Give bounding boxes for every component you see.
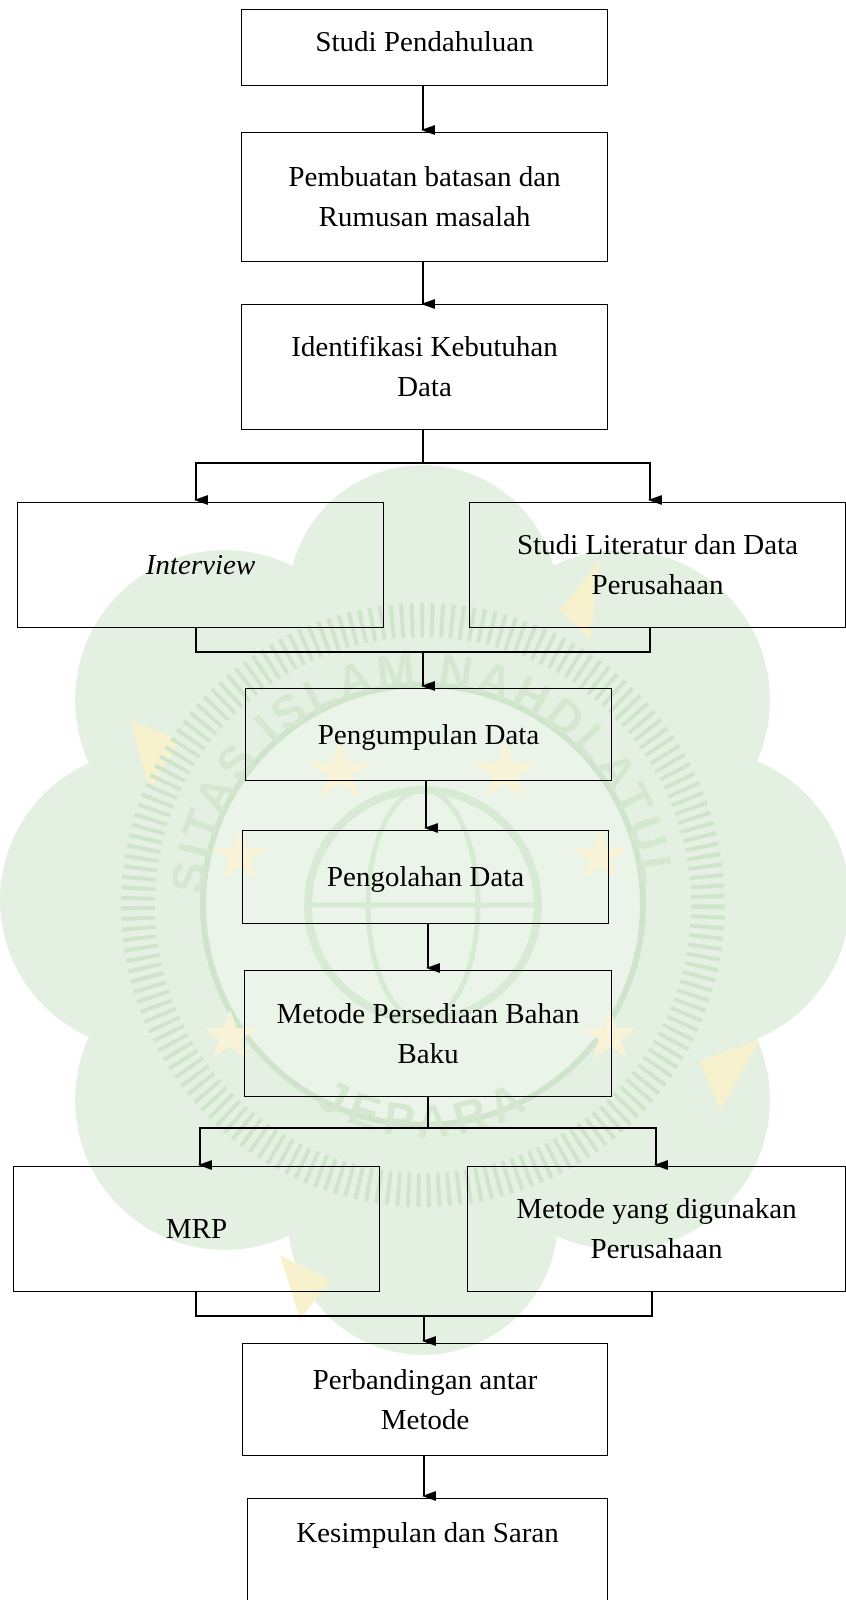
node-studi-pendahuluan-label: Studi Pendahuluan [315, 26, 534, 58]
node-pembuatan-batasan-label: Pembuatan batasan dan Rumusan masalah [288, 161, 561, 233]
merge-connector-1 [195, 628, 651, 653]
node-pengolahan-data-label: Pengolahan Data [326, 861, 525, 893]
node-pengolahan-data: Pengolahan Data [242, 830, 609, 924]
seal-stars [203, 740, 637, 1058]
merge-connector-2 [195, 1292, 653, 1317]
node-metode-persediaan: Metode Persediaan Bahan Baku [244, 970, 612, 1097]
node-identifikasi-kebutuhan: Identifikasi Kebutuhan Data [241, 304, 608, 430]
node-studi-literatur: Studi Literatur dan Data Perusahaan [469, 502, 846, 628]
node-identifikasi-kebutuhan-label: Identifikasi Kebutuhan Data [291, 331, 558, 403]
seal-ring-outer [121, 603, 725, 1207]
split-connector-2 [198, 1097, 429, 1170]
node-metode-perusahaan: Metode yang digunakan Perusahaan [467, 1166, 846, 1292]
node-perbandingan: Perbandingan antar Metode [242, 1343, 608, 1456]
node-metode-persediaan-label: Metode Persediaan Bahan Baku [276, 997, 580, 1070]
split-connector-1 [194, 430, 424, 505]
node-studi-pendahuluan: Studi Pendahuluan [241, 9, 608, 86]
node-studi-literatur-label: Studi Literatur dan Data Perusahaan [516, 529, 799, 601]
node-metode-perusahaan-label: Metode yang digunakan Perusahaan [516, 1193, 797, 1265]
split-connector-2b [428, 1127, 668, 1170]
node-kesimpulan-label: Kesimpulan dan Saran [296, 1517, 559, 1549]
node-pembuatan-batasan: Pembuatan batasan dan Rumusan masalah [241, 132, 608, 262]
split-connector-1b [423, 462, 662, 505]
node-perbandingan-label: Perbandingan antar Metode [312, 1363, 538, 1436]
node-interview-label: Interview [145, 549, 256, 581]
node-mrp: MRP [13, 1166, 380, 1292]
node-pengumpulan-data-label: Pengumpulan Data [317, 718, 540, 751]
node-pengumpulan-data: Pengumpulan Data [245, 688, 612, 781]
seal-gold-points [130, 560, 760, 1320]
node-mrp-label: MRP [165, 1213, 228, 1245]
node-interview: Interview [17, 502, 384, 628]
node-kesimpulan: Kesimpulan dan Saran [247, 1498, 608, 1600]
